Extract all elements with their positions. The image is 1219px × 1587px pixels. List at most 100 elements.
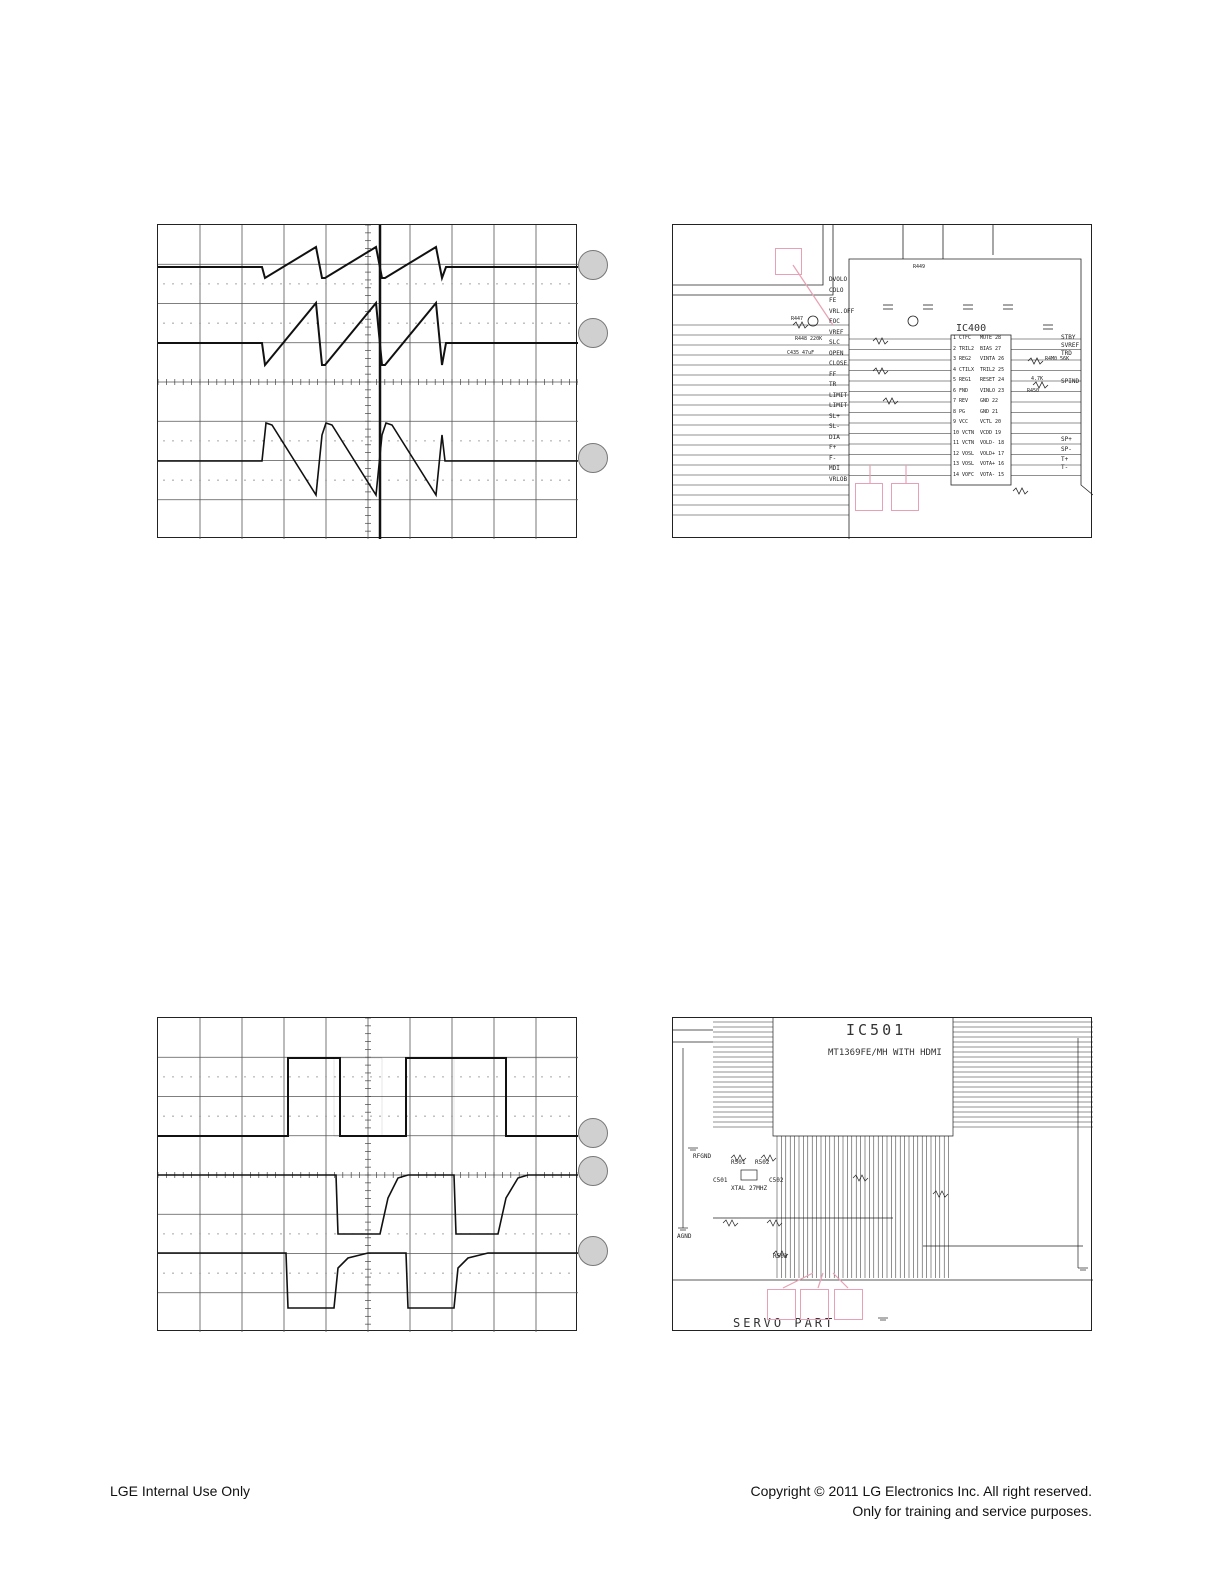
grid-dot — [208, 322, 210, 324]
grid-dot — [487, 1076, 489, 1078]
chip-right-pin: VINLO 23 — [980, 387, 1005, 394]
grid-dot — [559, 479, 561, 481]
left-pin-label: VRLOB — [829, 475, 848, 483]
chip-right-pin: RESET 24 — [980, 377, 1005, 383]
grid-dot — [487, 1115, 489, 1117]
grid-dot — [352, 1272, 354, 1274]
grid-dot — [343, 440, 345, 442]
grid-dot — [190, 440, 192, 442]
left-pin-label: MDI — [829, 465, 840, 472]
right-net-label: TRD — [1061, 350, 1072, 357]
left-pin-label: OPEN — [829, 349, 844, 357]
grid-dot — [334, 1272, 336, 1274]
left-pin-label: SL+ — [829, 412, 840, 420]
grid-dot — [217, 440, 219, 442]
grid-dot — [532, 440, 534, 442]
resistor-symbol — [852, 1174, 869, 1182]
grid-dot — [487, 440, 489, 442]
grid-dot — [325, 283, 327, 285]
grid-dot — [496, 440, 498, 442]
grid-dot — [289, 1115, 291, 1117]
grid-dot — [361, 479, 363, 481]
grid-dot — [253, 1233, 255, 1235]
part-label: R448 220K — [795, 336, 823, 342]
grid-dot — [181, 283, 183, 285]
grid-dot — [289, 322, 291, 324]
grid-dot — [460, 322, 462, 324]
grid-dot — [550, 440, 552, 442]
grid-dot — [280, 1272, 282, 1274]
right-net-label: SPIND — [1061, 378, 1080, 385]
grid-dot — [298, 1233, 300, 1235]
grid-dot — [433, 283, 435, 285]
grid-dot — [397, 322, 399, 324]
grid-dot — [325, 322, 327, 324]
resistor-symbol — [1027, 357, 1044, 365]
grid-dot — [568, 1233, 570, 1235]
grid-dot — [388, 1115, 390, 1117]
resistor-symbol — [872, 337, 889, 345]
left-pin-label: VREF — [829, 328, 844, 336]
grid-dot — [172, 1076, 174, 1078]
grid-dot — [478, 479, 480, 481]
resistor-symbol — [1032, 381, 1049, 389]
left-pin-label: TR — [829, 381, 837, 388]
grid-dot — [559, 1233, 561, 1235]
grid-dot — [244, 1272, 246, 1274]
grid-dot — [172, 283, 174, 285]
grid-dot — [316, 1233, 318, 1235]
crystal-symbol — [740, 1169, 758, 1181]
grid-dot — [514, 1272, 516, 1274]
highlight-box-4 — [767, 1289, 796, 1320]
grid-dot — [460, 1076, 462, 1078]
grid-dot — [451, 322, 453, 324]
grid-dot — [487, 283, 489, 285]
grid-dot — [478, 1115, 480, 1117]
grid-dot — [559, 322, 561, 324]
grid-dot — [406, 283, 408, 285]
grid-dot — [559, 1076, 561, 1078]
grid-dot — [469, 1115, 471, 1117]
grid-dot — [550, 1233, 552, 1235]
grid-dot — [433, 1076, 435, 1078]
grid-dot — [253, 479, 255, 481]
grid-dot — [532, 1272, 534, 1274]
trace-channel-5 — [158, 1174, 578, 1235]
scope-top-svg — [158, 225, 578, 539]
grid-dot — [532, 1076, 534, 1078]
grid-dot — [325, 440, 327, 442]
chip-left-pin: 14 VOFC — [953, 471, 975, 478]
chip-left-pin: 2 TRIL2 — [953, 345, 975, 352]
grid-dot — [496, 1272, 498, 1274]
grid-dot — [280, 1076, 282, 1078]
grid-dot — [550, 1272, 552, 1274]
highlight-box-3 — [891, 483, 919, 511]
grid-dot — [442, 1115, 444, 1117]
grid-dot — [235, 1272, 237, 1274]
footer-copyright: Copyright © 2011 LG Electronics Inc. All… — [750, 1483, 1092, 1499]
grid-dot — [199, 1076, 201, 1078]
grid-dot — [451, 440, 453, 442]
ic400-label: IC400 — [956, 323, 987, 334]
chip-right-pin: MUTE 28 — [980, 335, 1002, 341]
grid-dot — [352, 283, 354, 285]
grid-dot — [523, 283, 525, 285]
probe-marker-1 — [578, 250, 608, 280]
grid-dot — [244, 322, 246, 324]
grid-dot — [541, 322, 543, 324]
highlight-box-1 — [775, 248, 802, 275]
block-outline — [848, 258, 1093, 539]
grid-dot — [388, 283, 390, 285]
grid-dot — [397, 283, 399, 285]
grid-dot — [424, 1115, 426, 1117]
grid-dot — [370, 1115, 372, 1117]
grid-dot — [262, 322, 264, 324]
grid-dot — [388, 1233, 390, 1235]
right-net-label: SP- — [1061, 446, 1072, 453]
chip-left-pin: 1 CTFC — [953, 335, 972, 341]
grid-dot — [181, 440, 183, 442]
highlight-arrow — [817, 1272, 824, 1289]
grid-dot — [307, 1076, 309, 1078]
grid-dot — [469, 283, 471, 285]
grid-dot — [244, 1233, 246, 1235]
